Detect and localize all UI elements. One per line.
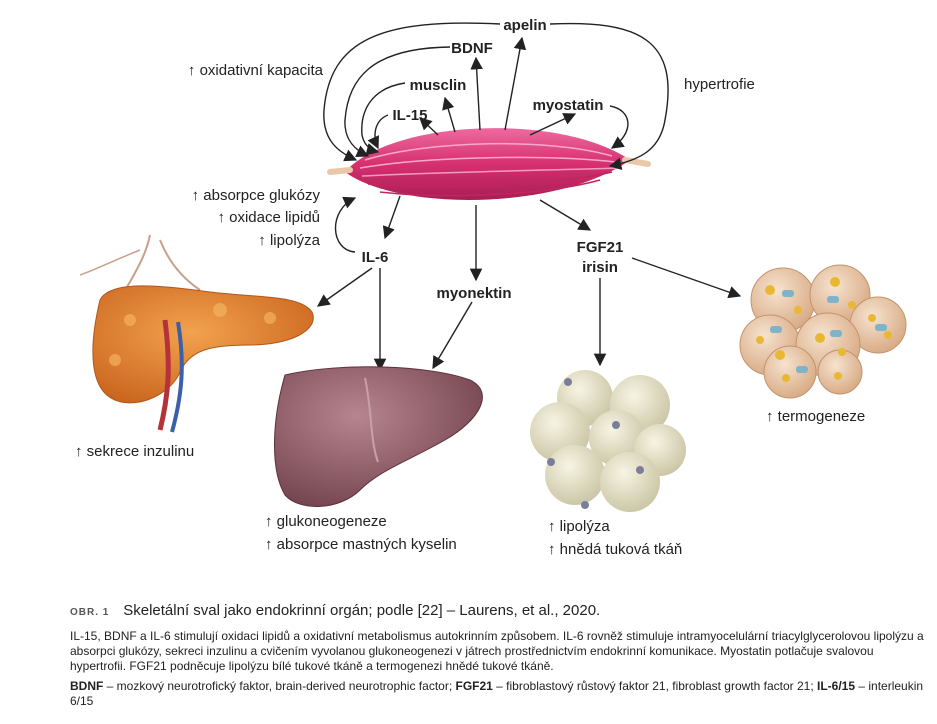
abbr-desc: – mozkový neurotrofický faktor, brain-de… — [103, 679, 456, 693]
label-brown-fat: ↑ hnědá tuková tkáň — [548, 541, 682, 558]
arrow-myonectin-liver — [432, 301, 473, 370]
arrow-to-il15 — [419, 117, 439, 136]
endocrine-muscle-diagram: apelin BDNF musclin IL-15 myostatin hype… — [75, 17, 907, 558]
label-lipolysis-fat: ↑ lipolýza — [548, 518, 610, 535]
label-lipolysis-muscle: ↑ lipolýza — [258, 232, 320, 249]
caption-number: OBR. 1 — [70, 607, 110, 618]
arrow-to-bdnf — [470, 56, 483, 131]
label-fgf21: FGF21 — [577, 239, 624, 256]
label-myonectin: myonektin — [436, 285, 511, 302]
brown-adipose-tissue — [739, 264, 907, 399]
arrow-il15 — [367, 114, 389, 150]
arrow-to-myostatin — [529, 113, 577, 136]
arrow-to-musclin — [442, 96, 456, 133]
abbr-term: FGF21 — [455, 679, 493, 693]
abbr-desc: – interleukin 6/15 — [70, 679, 924, 708]
label-lipid-oxidation: ↑ oxidace lipidů — [217, 209, 320, 226]
figure-caption: OBR. 1 Skeletální sval jako endokrinní o… — [70, 600, 930, 709]
arrow-to-il6 — [382, 195, 401, 240]
arrow-myostatin-back — [609, 105, 629, 149]
arrow-il6-back — [334, 196, 357, 253]
label-musclin: musclin — [410, 77, 467, 94]
label-thermogenesis: ↑ termogeneze — [766, 408, 865, 425]
caption-title: Skeletální sval jako endokrinní orgán; p… — [123, 602, 601, 619]
label-bdnf: BDNF — [451, 40, 493, 57]
label-oxidative-capacity: ↑ oxidativní kapacita — [188, 62, 324, 79]
liver — [274, 366, 483, 507]
arrow-fgf21-brown — [631, 257, 742, 299]
arrows — [316, 22, 742, 372]
label-myostatin: myostatin — [533, 97, 604, 114]
label-gluconeogenesis: ↑ glukoneogeneze — [265, 513, 387, 530]
arrow-apelin-left — [323, 22, 501, 162]
caption-abbreviations: BDNF – mozkový neurotrofický faktor, bra… — [70, 679, 930, 709]
arrow-bdnf — [344, 46, 451, 157]
label-apelin: apelin — [503, 17, 546, 34]
arrow-il6-pancreas — [316, 267, 373, 307]
arrow-to-apelin — [504, 36, 527, 131]
abbr-term: BDNF — [70, 679, 104, 693]
abbr-desc: – fibroblastový růstový faktor 21, fibro… — [492, 679, 817, 693]
arrow-to-fgf21 — [539, 199, 592, 231]
white-adipose-tissue — [530, 370, 686, 512]
caption-heading: OBR. 1 Skeletální sval jako endokrinní o… — [70, 600, 930, 623]
caption-text: IL-15, BDNF a IL-6 stimulují oxidaci lip… — [70, 629, 924, 673]
label-hypertrophy: hypertrofie — [684, 76, 755, 93]
label-il15: IL-15 — [392, 107, 427, 124]
arrow-apelin-right — [549, 22, 669, 170]
label-fatty-acid-absorption: ↑ absorpce mastných kyselin — [265, 536, 457, 553]
label-insulin-secretion: ↑ sekrece inzulinu — [75, 443, 194, 460]
label-irisin: irisin — [582, 259, 618, 276]
abbr-term: IL-6/15 — [817, 679, 856, 693]
label-il6: IL-6 — [362, 249, 389, 266]
label-glucose-absorption: ↑ absorpce glukózy — [192, 187, 321, 204]
pancreas — [79, 234, 314, 433]
skeletal-muscle — [327, 128, 651, 200]
